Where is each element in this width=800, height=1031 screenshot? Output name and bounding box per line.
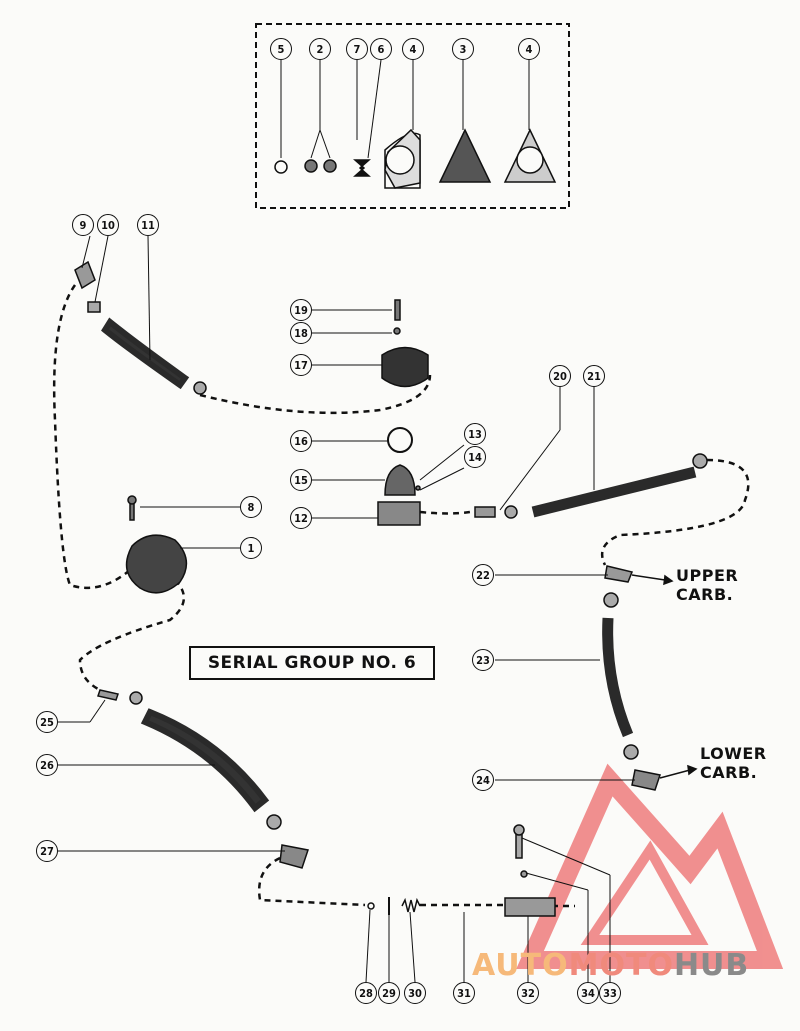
callout-32: 32 bbox=[517, 982, 539, 1004]
callout-4-right: 4 bbox=[518, 38, 540, 60]
callout-2: 2 bbox=[309, 38, 331, 60]
callout-9: 9 bbox=[72, 214, 94, 236]
callout-30: 30 bbox=[404, 982, 426, 1004]
callout-18: 18 bbox=[290, 322, 312, 344]
callout-1: 1 bbox=[240, 537, 262, 559]
lower-carb-label: LOWER CARB. bbox=[700, 744, 767, 782]
callout-31: 31 bbox=[453, 982, 475, 1004]
callout-10: 10 bbox=[97, 214, 119, 236]
callout-21: 21 bbox=[583, 365, 605, 387]
callout-27: 27 bbox=[36, 840, 58, 862]
kit-parts bbox=[274, 128, 557, 189]
callout-23: 23 bbox=[472, 649, 494, 671]
callout-5: 5 bbox=[270, 38, 292, 60]
callout-22: 22 bbox=[472, 564, 494, 586]
callout-19: 19 bbox=[290, 299, 312, 321]
watermark-part-hub: HUB bbox=[673, 948, 750, 983]
callout-3: 3 bbox=[452, 38, 474, 60]
upper-carb-label: UPPER CARB. bbox=[676, 566, 738, 604]
callout-8: 8 bbox=[240, 496, 262, 518]
fuel-line-paths bbox=[52, 284, 750, 908]
callout-33: 33 bbox=[599, 982, 621, 1004]
callout-11: 11 bbox=[137, 214, 159, 236]
callout-34: 34 bbox=[577, 982, 599, 1004]
callout-7: 7 bbox=[346, 38, 368, 60]
callout-12: 12 bbox=[290, 507, 312, 529]
callout-20: 20 bbox=[549, 365, 571, 387]
hoses bbox=[101, 317, 697, 813]
callout-26: 26 bbox=[36, 754, 58, 776]
callout-4-left: 4 bbox=[402, 38, 424, 60]
lower-carb-line-2: CARB. bbox=[700, 763, 758, 782]
watermark-part-moto: MOTO bbox=[568, 948, 674, 983]
repair-kit-box bbox=[255, 23, 570, 209]
callout-15: 15 bbox=[290, 469, 312, 491]
watermark-logo bbox=[516, 763, 784, 969]
callout-17: 17 bbox=[290, 354, 312, 376]
upper-carb-line-1: UPPER bbox=[676, 566, 739, 585]
callout-29: 29 bbox=[378, 982, 400, 1004]
kit-leaders bbox=[280, 59, 530, 159]
callout-6: 6 bbox=[370, 38, 392, 60]
callout-28: 28 bbox=[355, 982, 377, 1004]
serial-group-label: SERIAL GROUP NO. 6 bbox=[189, 646, 435, 680]
upper-carb-line-2: CARB. bbox=[676, 585, 734, 604]
callout-25: 25 bbox=[36, 711, 58, 733]
watermark-text: AUTOMOTOHUB bbox=[472, 948, 749, 983]
callout-24: 24 bbox=[472, 769, 494, 791]
pump-parts bbox=[74, 260, 708, 917]
outlet-arrows bbox=[631, 574, 698, 779]
watermark-part-auto: AUTO bbox=[472, 948, 569, 983]
callout-13: 13 bbox=[464, 423, 486, 445]
callout-leaders bbox=[58, 235, 635, 983]
callout-14: 14 bbox=[464, 446, 486, 468]
lower-carb-line-1: LOWER bbox=[700, 744, 767, 763]
callout-16: 16 bbox=[290, 430, 312, 452]
